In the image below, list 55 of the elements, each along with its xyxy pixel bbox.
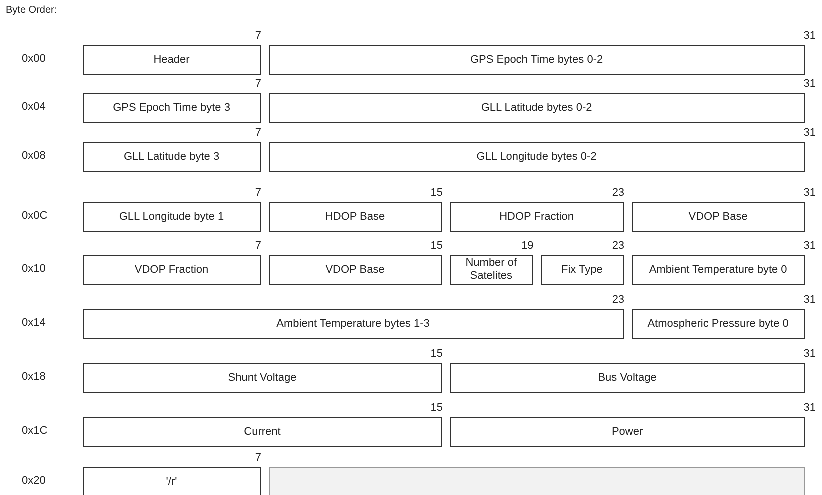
field-cell: Ambient Temperature bytes 1-3 <box>83 309 624 339</box>
field-cell: Shunt Voltage <box>83 363 442 393</box>
field-cell: '/r' <box>83 467 261 495</box>
bit-number: 31 <box>804 30 816 42</box>
field-cell: GLL Longitude byte 1 <box>83 202 261 232</box>
field-cell: GLL Latitude byte 3 <box>83 142 261 172</box>
field-cell: GPS Epoch Time byte 3 <box>83 93 261 123</box>
heading: Byte Order: <box>6 5 58 16</box>
byte-offset: 0x00 <box>22 53 46 65</box>
bit-number: 31 <box>804 294 816 306</box>
bit-number: 23 <box>612 294 625 306</box>
field-cell: Bus Voltage <box>450 363 806 393</box>
field-cell: GLL Latitude bytes 0-2 <box>268 93 806 123</box>
field-cell: Atmospheric Pressure byte 0 <box>632 309 806 339</box>
byte-offset: 0x10 <box>22 263 46 275</box>
field-cell: GLL Longitude bytes 0-2 <box>268 142 806 172</box>
field-cell: HDOP Base <box>268 202 442 232</box>
byte-offset: 0x1C <box>22 425 48 437</box>
bit-number: 23 <box>612 187 625 199</box>
byte-offset: 0x20 <box>22 475 46 487</box>
field-cell: GPS Epoch Time bytes 0-2 <box>268 45 806 75</box>
field-cell: HDOP Fraction <box>450 202 624 232</box>
field-cell: VDOP Base <box>268 255 442 285</box>
bit-number: 31 <box>804 78 816 90</box>
bit-number: 31 <box>804 240 816 252</box>
field-cell: Fix Type <box>540 255 624 285</box>
bit-number: 7 <box>255 452 262 464</box>
bit-number: 15 <box>430 348 444 360</box>
field-cell: Current <box>83 417 442 447</box>
byte-offset: 0x04 <box>22 101 46 113</box>
field-cell: Number of Satelites <box>450 255 533 285</box>
bit-number: 15 <box>430 240 444 252</box>
bit-number: 31 <box>804 348 816 360</box>
field-cell: VDOP Fraction <box>83 255 261 285</box>
bit-number: 7 <box>255 187 262 199</box>
bit-number: 7 <box>255 127 262 139</box>
empty-cell <box>268 467 806 495</box>
field-cell: Header <box>83 45 261 75</box>
byte-offset: 0x0C <box>22 210 48 222</box>
bit-number: 31 <box>804 127 816 139</box>
field-cell: VDOP Base <box>632 202 806 232</box>
byte-offset: 0x08 <box>22 150 46 162</box>
field-cell: Power <box>450 417 806 447</box>
bit-number: 31 <box>804 402 816 414</box>
bit-number: 23 <box>612 240 625 252</box>
byte-offset: 0x14 <box>22 317 46 329</box>
bit-number: 15 <box>430 402 444 414</box>
bit-number: 7 <box>255 240 262 252</box>
bit-number: 19 <box>522 240 534 252</box>
field-cell: Ambient Temperature byte 0 <box>632 255 806 285</box>
bit-number: 7 <box>255 78 262 90</box>
bit-number: 15 <box>430 187 444 199</box>
byte-offset: 0x18 <box>22 371 46 383</box>
bit-number: 7 <box>255 30 262 42</box>
bit-number: 31 <box>804 187 816 199</box>
